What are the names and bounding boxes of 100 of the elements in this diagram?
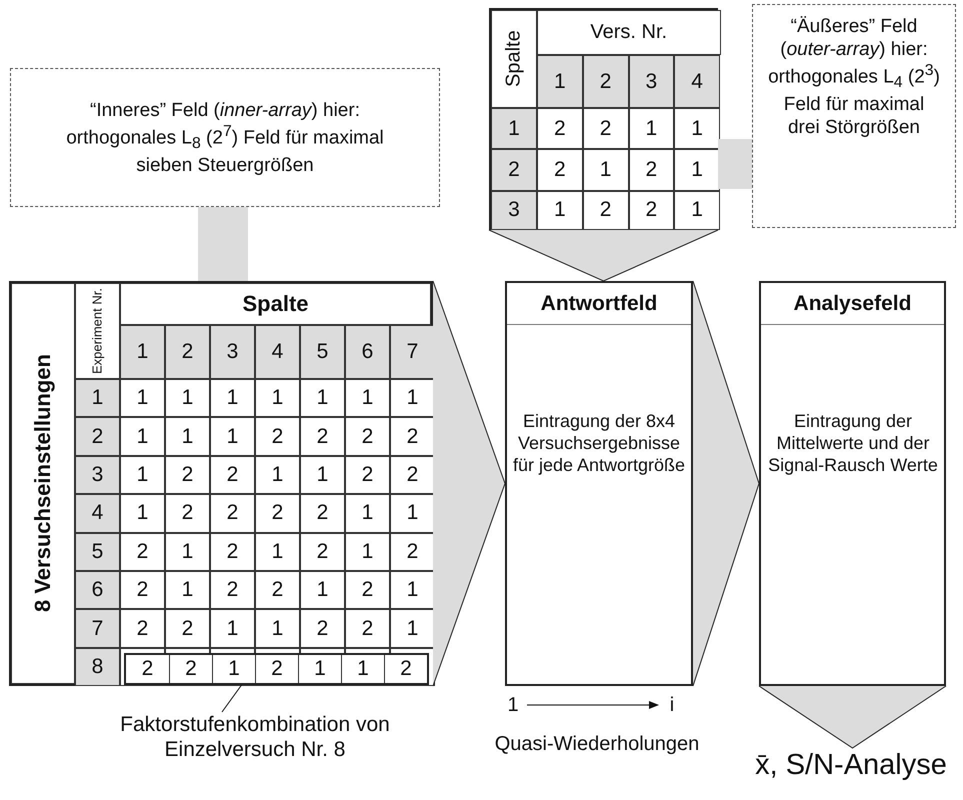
table-cell: 2: [120, 571, 165, 610]
table-cell: 1: [390, 609, 435, 648]
table-cell: 2: [210, 532, 255, 571]
table-cell: 1: [165, 532, 210, 571]
table-cell: 2: [120, 609, 165, 648]
header-cell: 1: [537, 55, 583, 108]
field-heading: Antwortfeld: [507, 283, 691, 325]
table-cell: 2: [582, 190, 628, 230]
table-cell: 2: [628, 149, 674, 191]
header-cell: 3: [210, 325, 255, 379]
table-cell: 1: [537, 190, 583, 230]
table-cell: 1: [255, 609, 300, 648]
table-cell: 1: [210, 417, 255, 456]
table-cell: 2: [210, 571, 255, 610]
table-cell: 2: [537, 108, 583, 150]
table-cell: 2: [345, 417, 390, 456]
note-box: “Äußeres” Feld (outer-array) hier: orthogonales L$_{4}$ (2$^{3}$) Feld für maximal drei Störgrößen: [752, 4, 956, 228]
header-cell: 1: [491, 108, 537, 150]
table-cell: 1: [674, 190, 720, 230]
table-cell: 2: [165, 609, 210, 648]
chevron-arrow: [488, 230, 718, 282]
table-cell: 2: [165, 456, 210, 494]
table-cell: 1: [390, 379, 435, 418]
leader-line: [222, 682, 244, 712]
table-cell: 1: [255, 379, 300, 418]
table-cell: 2: [582, 108, 628, 150]
table-cell: 2: [120, 532, 165, 571]
header-cell: 2: [75, 417, 120, 456]
table-cell: 1: [674, 108, 720, 150]
table-cell: 1: [390, 571, 435, 610]
table-cell: 2: [300, 417, 345, 456]
header-cell: 5: [75, 532, 120, 571]
header-cell: 2: [582, 55, 628, 108]
table-cell: 2: [255, 417, 300, 456]
table-cell: 1: [120, 456, 165, 494]
table-cell: 1: [210, 379, 255, 418]
result-text: x̄, S/N-Analyse: [742, 748, 960, 788]
header-cell: 1: [120, 325, 165, 379]
table-cell: 1: [255, 532, 300, 571]
field-heading: Analysefeld: [761, 283, 944, 325]
header-cell: Experiment Nr.: [75, 283, 120, 379]
axis-label: Quasi-Wiederholungen: [494, 732, 700, 757]
header-cell: 3: [491, 190, 537, 230]
header-cell: 5: [300, 325, 345, 379]
table-value: 1: [341, 655, 384, 683]
panel: [505, 281, 693, 686]
table-value: 2: [255, 655, 298, 683]
table-cell: 1: [210, 609, 255, 648]
table-cell: 1: [300, 379, 345, 418]
table-cell: 1: [300, 456, 345, 494]
table-cell: 1: [165, 417, 210, 456]
header-cell: 7: [75, 609, 120, 648]
header-cell: 8: [75, 648, 120, 686]
table-value: 2: [384, 655, 427, 683]
header-cell: Vers. Nr.: [537, 10, 720, 55]
header-cell: 7: [390, 325, 435, 379]
header-cell: 4: [674, 55, 720, 108]
table-cell: 1: [120, 417, 165, 456]
header-cell: Spalte: [120, 283, 431, 325]
chevron-arrow: [758, 686, 946, 748]
table-value: 1: [212, 655, 255, 683]
table-cell: 2: [165, 494, 210, 533]
table-cell: 2: [390, 456, 435, 494]
header-cell: 6: [75, 571, 120, 610]
scale-label: 1: [506, 693, 520, 718]
highlight-frame: [124, 653, 429, 685]
table-cell: 1: [390, 494, 435, 533]
header-cell: 3: [75, 456, 120, 494]
table-cell: 2: [345, 456, 390, 494]
table-cell: 1: [345, 379, 390, 418]
header-cell: 2: [165, 325, 210, 379]
table-cell: 2: [210, 494, 255, 533]
connector-bar: [718, 139, 752, 189]
panel: [759, 281, 946, 686]
table-cell: 1: [582, 149, 628, 191]
field-text: Eintragung der Mittelwerte und der Signal-Rausch Werte: [767, 411, 939, 477]
field-text: Eintragung der 8x4 Versuchsergebnisse für jede Antwortgröße: [512, 411, 686, 477]
table: [489, 8, 718, 230]
chevron-arrow: [432, 280, 506, 686]
header-cell: Spalte: [491, 10, 537, 108]
header-cell: 1: [75, 379, 120, 418]
table-cell: 2: [390, 532, 435, 571]
table-cell: 2: [210, 456, 255, 494]
table: [9, 281, 433, 686]
scale-label: i: [668, 693, 676, 718]
table-cell: 1: [345, 494, 390, 533]
table-cell: 2: [390, 417, 435, 456]
header-cell: 8 Versuchseinstellungen: [11, 283, 75, 684]
note-box: “Inneres” Feld (inner-array) hier: orthogonales L$_{8}$ (2$^{7}$) Feld für maximal sieben Steuergrößen: [10, 68, 440, 207]
table-cell: 1: [165, 379, 210, 418]
table-value: 2: [140, 656, 154, 682]
table-cell: 1: [165, 571, 210, 610]
connector-bar: [198, 207, 248, 281]
header-cell: 2: [491, 149, 537, 191]
caption-text: Faktorstufenkombination von Einzelversuch Nr. 8: [120, 712, 390, 770]
table-cell: 1: [674, 149, 720, 191]
table-cell: 1: [120, 379, 165, 418]
table-cell: 1: [345, 532, 390, 571]
table-cell: 2: [537, 149, 583, 191]
table-cell: 2: [300, 532, 345, 571]
